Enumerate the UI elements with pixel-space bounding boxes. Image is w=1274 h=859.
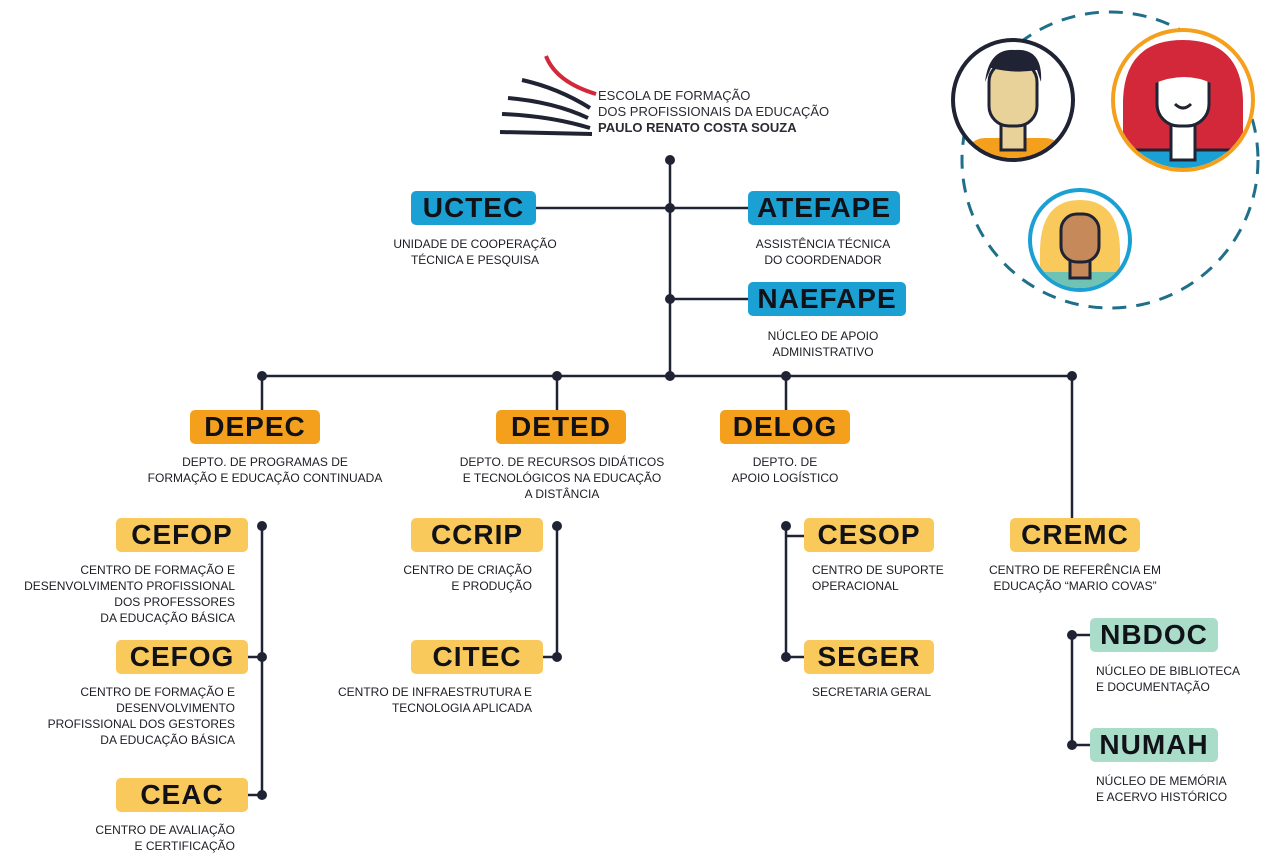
- seger-box: SEGER: [804, 640, 934, 674]
- ceac-description: CENTRO DE AVALIAÇÃO E CERTIFICAÇÃO: [95, 823, 235, 853]
- cefog-description: CENTRO DE FORMAÇÃO E DESENVOLVIMENTO PRO…: [47, 685, 235, 747]
- naefape-description: NÚCLEO DE APOIO ADMINISTRATIVO: [767, 329, 879, 359]
- woman-red-hair-avatar-icon: [1111, 28, 1255, 172]
- atefape-box: ATEFAPE: [748, 191, 900, 225]
- ceac-box: CEAC: [116, 778, 248, 812]
- cefog-box: CEFOG: [116, 640, 248, 674]
- school-logo-icon: [499, 55, 597, 136]
- man-avatar-icon: [951, 38, 1075, 162]
- school-name: ESCOLA DE FORMAÇÃO DOS PROFISSIONAIS DA …: [598, 88, 829, 136]
- ccrip-box: CCRIP: [411, 518, 543, 552]
- woman-yellow-hair-avatar-icon: [1028, 188, 1132, 292]
- avatars-group: [951, 10, 1260, 310]
- deted-box: DETED: [496, 410, 626, 444]
- cefop-box: CEFOP: [116, 518, 248, 552]
- cremc-description: CENTRO DE REFERÊNCIA EM EDUCAÇÃO “MARIO …: [988, 563, 1162, 593]
- school-name-line3: PAULO RENATO COSTA SOUZA: [598, 120, 797, 135]
- cesop-description: CENTRO DE SUPORTE OPERACIONAL: [812, 563, 944, 593]
- cefop-description: CENTRO DE FORMAÇÃO E DESENVOLVIMENTO PRO…: [24, 563, 235, 625]
- cesop-box: CESOP: [804, 518, 934, 552]
- delog-description: DEPTO. DE APOIO LOGÍSTICO: [731, 455, 839, 485]
- atefape-description: ASSISTÊNCIA TÉCNICA DO COORDENADOR: [755, 237, 891, 267]
- seger-description: SECRETARIA GERAL: [812, 685, 932, 699]
- nbdoc-description: NÚCLEO DE BIBLIOTECA E DOCUMENTAÇÃO: [1096, 664, 1241, 694]
- citec-box: CITEC: [411, 640, 543, 674]
- deted-description: DEPTO. DE RECURSOS DIDÁTICOS E TECNOLÓGI…: [459, 455, 665, 501]
- uctec-description: UNIDADE DE COOPERAÇÃO TÉCNICA E PESQUISA: [393, 237, 557, 267]
- naefape-box: NAEFAPE: [748, 282, 906, 316]
- numah-description: NÚCLEO DE MEMÓRIA E ACERVO HISTÓRICO: [1096, 774, 1228, 804]
- depec-box: DEPEC: [190, 410, 320, 444]
- citec-description: CENTRO DE INFRAESTRUTURA E TECNOLOGIA AP…: [337, 685, 532, 715]
- uctec-box: UCTEC: [411, 191, 536, 225]
- ccrip-description: CENTRO DE CRIAÇÃO E PRODUÇÃO: [403, 563, 532, 593]
- school-name-line1: ESCOLA DE FORMAÇÃO: [598, 88, 751, 103]
- cremc-box: CREMC: [1010, 518, 1140, 552]
- depec-description: DEPTO. DE PROGRAMAS DE FORMAÇÃO E EDUCAÇ…: [147, 455, 383, 485]
- school-name-line2: DOS PROFISSIONAIS DA EDUCAÇÃO: [598, 104, 830, 119]
- delog-box: DELOG: [720, 410, 850, 444]
- numah-box: NUMAH: [1090, 728, 1218, 762]
- nbdoc-box: NBDOC: [1090, 618, 1218, 652]
